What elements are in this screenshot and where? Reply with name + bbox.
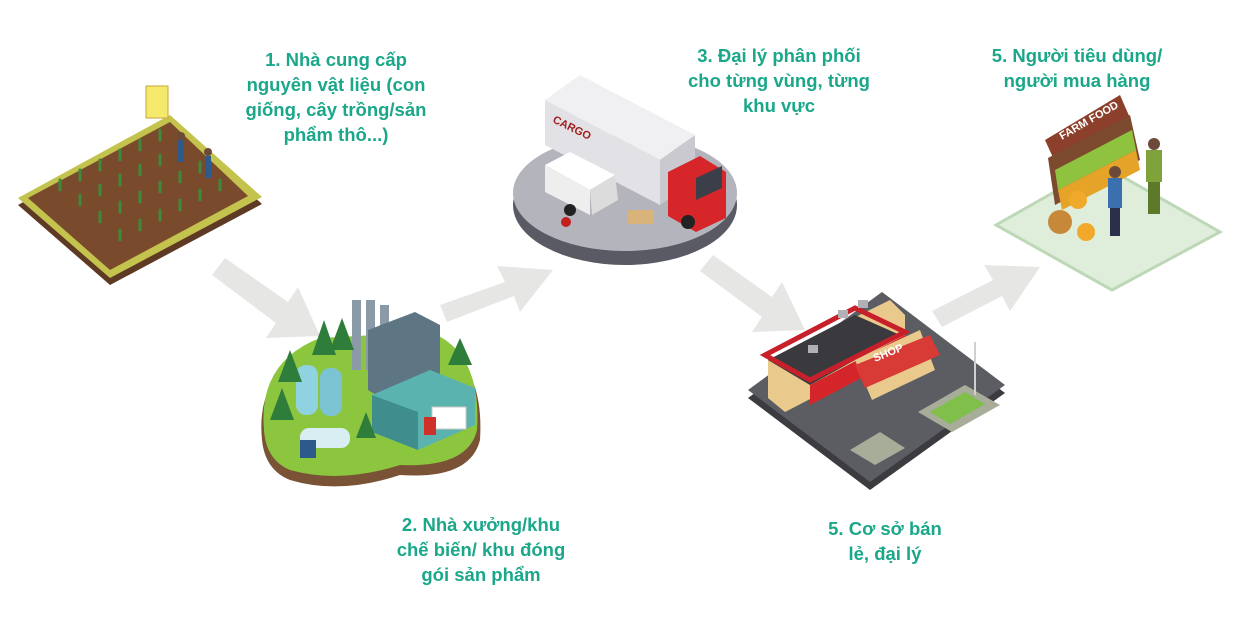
arrow-1-to-2	[212, 258, 320, 338]
step-5-label: 5. Người tiêu dùng/ người mua hàng	[991, 45, 1163, 91]
step-1-label: 1. Nhà cung cấp nguyên vật liệu (con giố…	[245, 49, 427, 145]
farm-food-stall-icon: FARM FOOD	[992, 95, 1224, 292]
cargo-truck-icon: CARGO	[513, 75, 737, 265]
step-3-label: 3. Đại lý phân phối cho từng vùng, từng …	[688, 45, 870, 116]
step-2-label: 2. Nhà xưởng/khu chế biến/ khu đóng gói …	[396, 514, 566, 585]
shop-icon: SHOP	[748, 292, 1005, 490]
factory-icon	[261, 300, 481, 487]
arrow-4-to-5	[932, 265, 1040, 327]
arrow-2-to-3	[440, 266, 553, 322]
arrow-3-to-4	[700, 255, 805, 332]
step-4-label: 5. Cơ sở bán lẻ, đại lý	[828, 518, 942, 564]
farm-field-icon	[18, 85, 262, 285]
